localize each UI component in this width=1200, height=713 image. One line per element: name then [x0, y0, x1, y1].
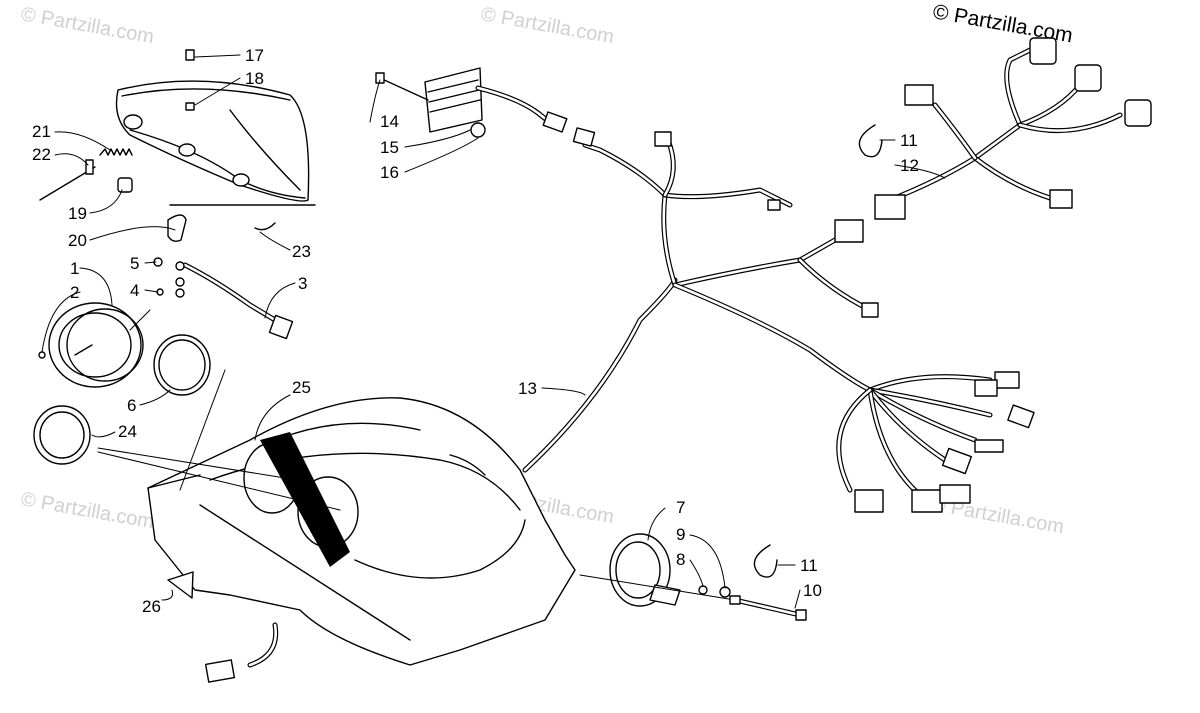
callout-3: 3	[298, 274, 307, 293]
callout-labels: 17 18 21 22 19 20 23 1 2 5 4 3 6 24 25 2…	[32, 46, 919, 616]
callout-1: 1	[70, 259, 79, 278]
headlight-assembly	[39, 49, 316, 243]
callout-21: 21	[32, 122, 51, 141]
callout-8: 8	[676, 550, 685, 569]
callout-9: 9	[676, 525, 685, 544]
callout-17: 17	[245, 46, 264, 65]
callout-15: 15	[380, 138, 399, 157]
callout-12: 12	[900, 156, 919, 175]
gasket-ring-6	[153, 334, 211, 396]
callout-26: 26	[142, 597, 161, 616]
drive-cable-10	[729, 595, 807, 621]
callout-11-bottom: 11	[800, 556, 818, 575]
callout-22: 22	[32, 145, 51, 164]
hood-connector	[204, 622, 279, 683]
callout-14: 14	[380, 112, 399, 131]
decal-triangle-26	[167, 571, 194, 599]
callout-11-top: 11	[900, 131, 918, 150]
speedometer-gauge	[38, 302, 144, 388]
callout-13: 13	[518, 379, 537, 398]
leader-lines	[41, 54, 946, 609]
watermark-1: © Partzilla.com	[19, 3, 156, 48]
clip-11-bottom	[753, 544, 778, 578]
callout-19: 19	[68, 204, 87, 223]
tachometer-gauge-7	[579, 533, 736, 607]
callout-18: 18	[245, 69, 264, 88]
callout-10: 10	[803, 581, 822, 600]
callout-4: 4	[130, 281, 139, 300]
callout-7: 7	[676, 498, 685, 517]
connector-harness-3	[153, 257, 294, 340]
watermark-3: © Partzilla.com	[19, 488, 156, 533]
hood-dash-panel	[147, 397, 576, 666]
callout-2: 2	[70, 283, 79, 302]
callout-5: 5	[130, 254, 139, 273]
voltage-regulator	[375, 67, 568, 138]
bezel-ring-24	[33, 405, 91, 465]
main-wiring-harness	[522, 127, 1035, 513]
clip-11-top	[858, 124, 883, 158]
callout-25: 25	[292, 378, 311, 397]
sub-harness-12	[874, 37, 1152, 220]
callout-24: 24	[118, 422, 137, 441]
watermark-2: © Partzilla.com	[479, 3, 616, 48]
callout-16: 16	[380, 163, 399, 182]
callout-6: 6	[127, 396, 136, 415]
callout-23: 23	[292, 242, 311, 261]
callout-20: 20	[68, 231, 87, 250]
